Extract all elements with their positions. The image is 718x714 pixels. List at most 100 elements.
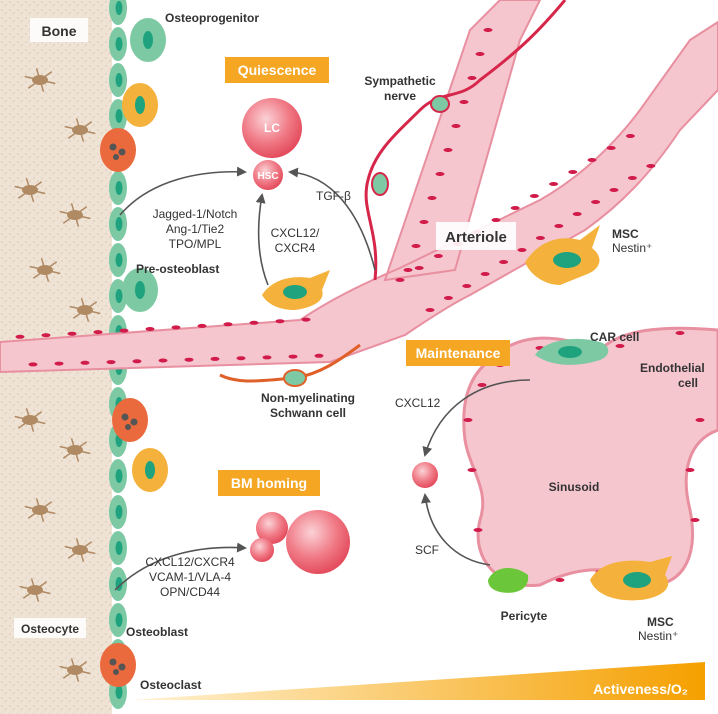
endothelial-nucleus: [587, 158, 597, 162]
msc-top-label: MSC: [612, 227, 639, 241]
osteoblast-cell: [109, 603, 127, 637]
bone-label: Bone: [42, 23, 77, 39]
osteocyte-cell: [14, 408, 46, 432]
osteoblast-cell: [109, 495, 127, 529]
endothelial-nucleus: [443, 148, 453, 152]
osteoblast-cell: [109, 243, 127, 277]
osteoblast-cell: [109, 567, 127, 601]
osteocyte-cell: [59, 203, 91, 227]
scf-label: SCF: [415, 543, 439, 557]
homing-cells: [250, 510, 350, 574]
activeness-label: Activeness/O₂: [593, 681, 688, 697]
endothelial-nucleus: [690, 518, 700, 522]
endothelial-nucleus: [529, 194, 539, 198]
endothelial-nucleus: [197, 323, 207, 328]
car-cell-label: CAR cell: [590, 330, 639, 344]
endothelial-nucleus: [591, 200, 601, 204]
endothelial-nucleus: [675, 331, 685, 335]
endothelial-label-2: cell: [678, 376, 698, 390]
osteocyte-cell: [14, 178, 46, 202]
ang-tie2-label: Ang-1/Tie2: [166, 222, 225, 236]
schwann-label-2: Schwann cell: [270, 406, 346, 420]
arteriole-label: Arteriole: [445, 229, 507, 246]
endothelial-nucleus: [685, 468, 695, 472]
endothelial-nucleus: [609, 188, 619, 192]
endothelial-nucleus: [54, 361, 64, 366]
endothelial-nucleus: [106, 360, 116, 365]
osteocyte-label: Osteocyte: [21, 622, 79, 636]
endothelial-nucleus: [517, 248, 527, 252]
maintenance-box: Maintenance: [406, 340, 510, 366]
endothelial-nucleus: [477, 383, 487, 387]
endothelial-nucleus: [555, 578, 565, 582]
nestin-top-label: Nestin⁺: [612, 241, 652, 255]
niche-cell: [122, 268, 158, 312]
hsc-label: HSC: [257, 171, 278, 182]
endothelial-nucleus: [171, 325, 181, 330]
arteriole-vessel: [0, 0, 718, 374]
endothelial-nucleus: [473, 528, 483, 532]
bm-homing-box: BM homing: [218, 470, 320, 496]
endothelial-nucleus: [572, 212, 582, 216]
osteoprogenitor-label: Osteoprogenitor: [165, 11, 259, 25]
osteoblast-cell: [109, 207, 127, 241]
endothelial-nucleus: [646, 164, 656, 168]
endothelial-nucleus: [483, 28, 493, 32]
sympathetic-label-2: nerve: [384, 89, 416, 103]
endothelial-nucleus: [499, 260, 509, 264]
quiescence-box: Quiescence: [225, 57, 329, 83]
osteoblast-cell: [109, 63, 127, 97]
osteocyte-cell: [29, 258, 61, 282]
endothelial-nucleus: [249, 320, 259, 325]
tpo-mpl-label: TPO/MPL: [169, 237, 222, 251]
osteocyte-cell: [59, 438, 91, 462]
maintenance-text: Maintenance: [416, 345, 501, 361]
endothelial-nucleus: [625, 134, 635, 138]
sinusoid-label: Sinusoid: [549, 480, 600, 494]
osteoblast-lining: [100, 0, 168, 709]
osteoblast-label: Osteoblast: [126, 625, 188, 639]
cxcl12-cxcr4-label-1: CXCL12/: [271, 226, 320, 240]
osteocyte-cells: [14, 68, 101, 682]
endothelial-nucleus: [435, 172, 445, 176]
cxcl12-label: CXCL12: [395, 396, 441, 410]
endothelial-nucleus: [535, 236, 545, 240]
endothelial-nucleus: [695, 418, 705, 422]
osteocyte-cell: [19, 578, 51, 602]
osteocyte-cell: [64, 538, 96, 562]
endothelial-nucleus: [433, 254, 443, 258]
osteoblast-cell: [109, 0, 127, 25]
endothelial-nucleus: [80, 360, 90, 365]
hsc-cluster: LC HSC: [242, 98, 302, 190]
osteoblast-cell: [109, 27, 127, 61]
endothelial-nucleus: [510, 206, 520, 210]
niche-cell: [130, 18, 166, 62]
endothelial-nucleus: [67, 331, 77, 336]
endothelial-nucleus: [427, 196, 437, 200]
bm-homing-text: BM homing: [231, 475, 307, 491]
niche-cell: [100, 643, 136, 687]
niche-cell: [132, 448, 168, 492]
maintenance-hsc: [412, 462, 438, 488]
msc-bottom-label: MSC: [647, 615, 674, 629]
endothelial-nucleus: [314, 353, 324, 358]
endothelial-nucleus: [15, 334, 25, 339]
endothelial-nucleus: [627, 176, 637, 180]
niche-cell: [100, 128, 136, 172]
endothelial-nucleus: [554, 224, 564, 228]
car-cell: [535, 338, 609, 365]
signal-labels: Jagged-1/Notch Ang-1/Tie2 TPO/MPL CXCL12…: [145, 189, 440, 599]
homing-label-3: OPN/CD44: [160, 585, 220, 599]
osteoblast-cell: [109, 171, 127, 205]
lc-label: LC: [264, 121, 280, 135]
labels: Bone Osteoprogenitor Pre-osteoblast Oste…: [14, 11, 705, 692]
endothelial-nucleus: [395, 278, 405, 282]
endothelial-label-1: Endothelial: [640, 361, 705, 375]
schwann-nerve: [219, 343, 361, 387]
endothelial-nucleus: [462, 284, 472, 288]
endothelial-nucleus: [41, 333, 51, 338]
osteoclast-label: Osteoclast: [140, 678, 201, 692]
pre-osteoblast-label: Pre-osteoblast: [136, 262, 219, 276]
osteocyte-cell: [69, 298, 101, 322]
homing-label-2: VCAM-1/VLA-4: [149, 570, 231, 584]
